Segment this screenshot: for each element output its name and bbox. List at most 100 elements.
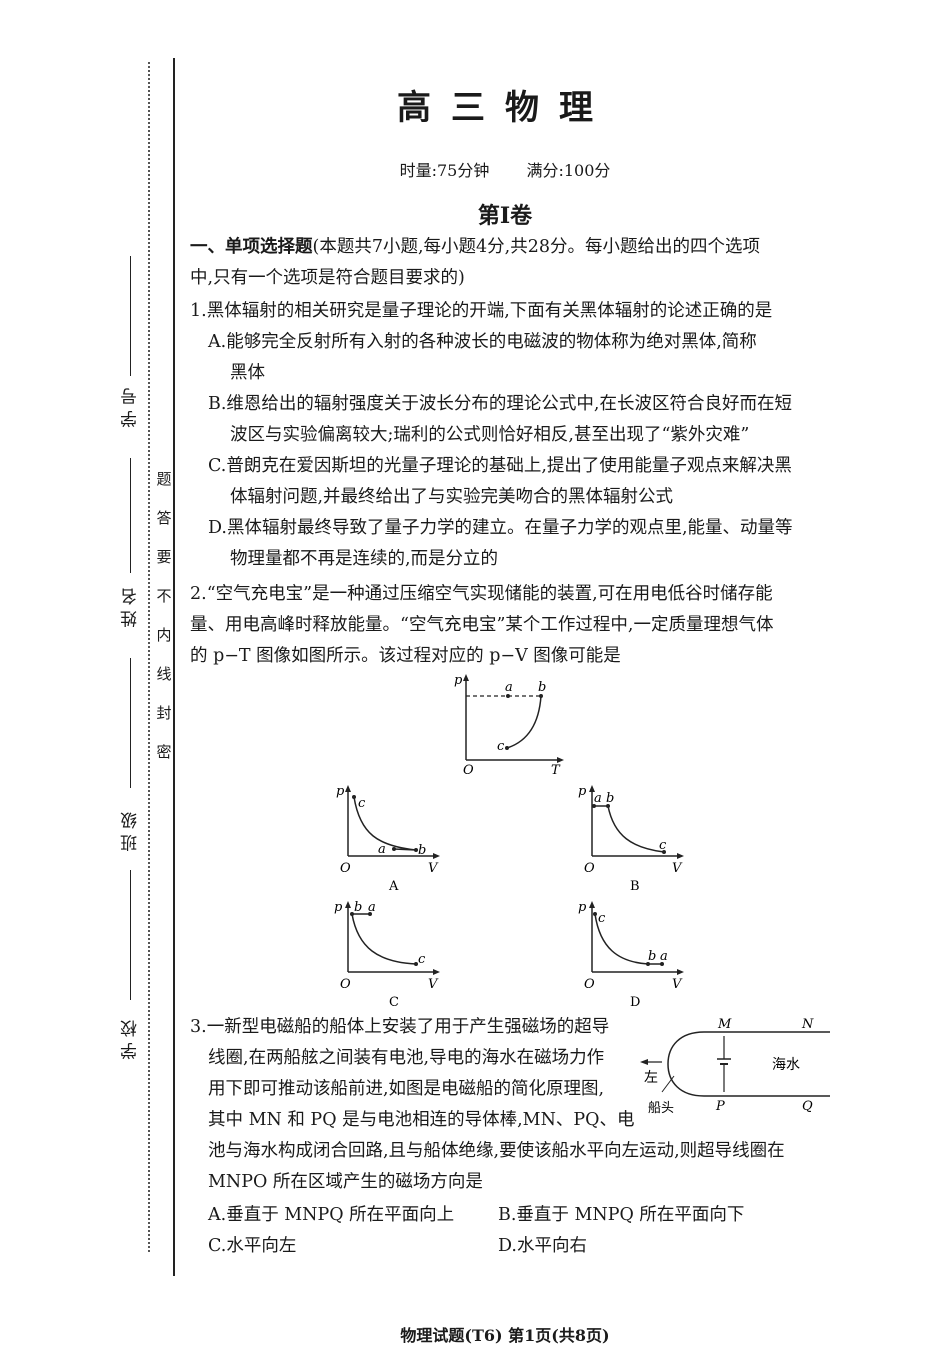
axis-V-label: V — [428, 977, 439, 992]
school-blank — [130, 870, 131, 1000]
seal-char: 封 — [156, 704, 172, 722]
q3-option-b: B.垂直于 MNPQ 所在平面向下 — [498, 1205, 745, 1225]
q2-option-b-graph: p a b c O V B — [574, 784, 694, 900]
seal-char: 线 — [156, 665, 172, 683]
q1-b-line1: B.维恩给出的辐射强度关于波长分布的理论公式中,在长波区符合良好而在短 — [208, 394, 792, 414]
seal-char: 答 — [156, 509, 172, 527]
option-c-label: C — [389, 995, 399, 1010]
q2-line1: 2.“空气充电宝”是一种通过压缩空气实现储能的装置,可在用电低谷时储存能 — [190, 584, 773, 604]
q3-options: A.垂直于 MNPQ 所在平面向上 B.垂直于 MNPQ 所在平面向下 C.水平… — [208, 1200, 858, 1262]
point-c-label: c — [358, 796, 366, 811]
name-label: 姓 名 — [121, 588, 141, 628]
point-a-label: a — [368, 900, 376, 915]
q2-line2: 量、用电高峰时释放能量。“空气充电宝”某个工作过程中,一定质量理想气体 — [190, 615, 774, 635]
q1-stem: 1.黑体辐射的相关研究是量子理论的开端,下面有关黑体辐射的论述正确的是 — [190, 301, 773, 321]
q2-option-c-graph: p b a c O V C — [330, 900, 450, 1016]
q3-line4: 其中 MN 和 PQ 是与电池相连的导体棒,MN、PQ、电 — [208, 1110, 635, 1130]
origin-label: O — [340, 977, 351, 992]
student-id-label: 学 号 — [121, 388, 141, 428]
q3-line5: 池与海水构成闭合回路,且与船体绝缘,要使该船水平向左运动,则超导线圈在 — [208, 1141, 785, 1161]
axis-p-label: p — [336, 784, 345, 799]
q3-line2: 线圈,在两船舷之间装有电池,导电的海水在磁场力作 — [208, 1048, 605, 1068]
point-a-label: a — [378, 842, 386, 857]
exam-full-score: 满分:100分 — [526, 161, 611, 180]
section-heading-note2: 中,只有一个选项是符合题目要求的) — [190, 268, 465, 288]
class-label: 班 级 — [121, 812, 141, 852]
point-P-label: P — [715, 1099, 725, 1114]
left-direction-label: 左 — [644, 1070, 658, 1086]
q1-option-c: C.普朗克在爱因斯坦的光量子理论的基础上,提出了使用能量子观点来解决黑 体辐射问… — [190, 451, 840, 513]
point-a-label: a — [505, 680, 513, 695]
point-c-label: c — [659, 838, 667, 853]
origin-label: O — [584, 861, 595, 876]
axis-p-label: p — [334, 900, 343, 915]
section-heading: 一、单项选择题(本题共7小题,每小题4分,共28分。每小题给出的四个选项 中,只… — [190, 232, 840, 294]
volume-title: 第Ⅰ卷 — [477, 203, 533, 229]
seal-warning-text: 题 答 要 不 内 线 封 密 — [154, 468, 174, 762]
origin-label: O — [340, 861, 351, 876]
origin-label: O — [463, 763, 474, 777]
q2-pt-graph: p a b c O T — [450, 672, 570, 781]
axis-V-label: V — [428, 861, 439, 876]
point-b-label: b — [606, 791, 614, 806]
axis-T-label: T — [551, 763, 561, 777]
binding-solid-line — [173, 58, 175, 1276]
seal-char: 要 — [156, 548, 172, 566]
point-b-label: b — [354, 900, 362, 915]
point-b-label: b — [538, 680, 546, 695]
page-title: 高三物理 — [397, 88, 613, 128]
q2-option-d-graph: p c b a O V D — [574, 900, 694, 1016]
q3-ship-diagram: M N P Q 海水 左 船头 — [640, 1014, 840, 1122]
axis-V-label: V — [672, 861, 683, 876]
q1-c-line1: C.普朗克在爱因斯坦的光量子理论的基础上,提出了使用能量子观点来解决黑 — [208, 456, 792, 476]
seal-char: 题 — [156, 470, 172, 488]
point-b-label: b — [648, 949, 656, 964]
q3-option-d: D.水平向右 — [498, 1236, 587, 1256]
point-c-label: c — [598, 911, 606, 926]
name-blank — [130, 458, 131, 573]
q1-option-a: A.能够完全反射所有入射的各种波长的电磁波的物体称为绝对黑体,简称 黑体 — [190, 327, 840, 389]
point-N-label: N — [801, 1017, 814, 1032]
q3-line1: 3.一新型电磁船的船体上安装了用于产生强磁场的超导 — [190, 1017, 610, 1037]
point-a-label: a — [594, 791, 602, 806]
axis-p-label: p — [578, 900, 587, 915]
point-b-label: b — [418, 843, 426, 858]
q1-option-b: B.维恩给出的辐射强度关于波长分布的理论公式中,在长波区符合良好而在短 波区与实… — [190, 389, 840, 451]
option-a-label: A — [388, 879, 399, 894]
page-footer: 物理试题(T6) 第1页(共8页) — [400, 1326, 610, 1345]
axis-V-label: V — [672, 977, 683, 992]
school-label: 学 校 — [121, 1020, 141, 1060]
seal-char: 密 — [156, 743, 172, 761]
q2-option-a-graph: p c a b O V A — [330, 784, 450, 900]
q3-option-a: A.垂直于 MNPQ 所在平面向上 — [208, 1205, 455, 1225]
bow-label: 船头 — [648, 1101, 674, 1116]
q3-line6: MNPO 所在区域产生的磁场方向是 — [208, 1172, 483, 1192]
class-blank — [130, 658, 131, 788]
origin-label: O — [584, 977, 595, 992]
q1-option-d: D.黑体辐射最终导致了量子力学的建立。在量子力学的观点里,能量、动量等 物理量都… — [190, 513, 840, 575]
exam-duration: 时量:75分钟 — [399, 161, 490, 180]
section-heading-title: 一、单项选择题 — [190, 237, 313, 257]
axis-p-label: p — [578, 784, 587, 799]
point-c-label: c — [418, 952, 426, 967]
section-heading-note: (本题共7小题,每小题4分,共28分。每小题给出的四个选项 — [312, 237, 761, 257]
point-a-label: a — [660, 949, 668, 964]
q3-line3: 用下即可推动该船前进,如图是电磁船的简化原理图, — [208, 1079, 605, 1099]
question-1: 1.黑体辐射的相关研究是量子理论的开端,下面有关黑体辐射的论述正确的是 A.能够… — [190, 296, 840, 575]
question-2: 2.“空气充电宝”是一种通过压缩空气实现储能的装置,可在用电低谷时储存能 量、用… — [190, 579, 840, 672]
q1-d-line1: D.黑体辐射最终导致了量子力学的建立。在量子力学的观点里,能量、动量等 — [208, 518, 793, 538]
binding-dotted-line — [148, 62, 150, 1252]
q1-c-line2: 体辐射问题,并最终给出了与实验完美吻合的黑体辐射公式 — [230, 487, 674, 507]
q1-b-line2: 波区与实验偏离较大;瑞利的公式则恰好相反,甚至出现了“紫外灾难” — [230, 425, 750, 445]
q1-a-line1: A.能够完全反射所有入射的各种波长的电磁波的物体称为绝对黑体,简称 — [208, 332, 757, 352]
q1-d-line2: 物理量都不再是连续的,而是分立的 — [230, 549, 499, 569]
point-c-label: c — [497, 739, 505, 754]
option-b-label: B — [630, 879, 640, 894]
student-id-blank — [130, 256, 131, 376]
exam-meta: 时量:75分钟 满分:100分 — [0, 157, 950, 181]
q1-a-line2: 黑体 — [230, 363, 265, 383]
option-d-label: D — [630, 995, 640, 1010]
q3-option-c: C.水平向左 — [208, 1236, 297, 1256]
question-3-rest: 池与海水构成闭合回路,且与船体绝缘,要使该船水平向左运动,则超导线圈在 MNPO… — [208, 1136, 848, 1198]
seal-char: 不 — [156, 587, 172, 605]
